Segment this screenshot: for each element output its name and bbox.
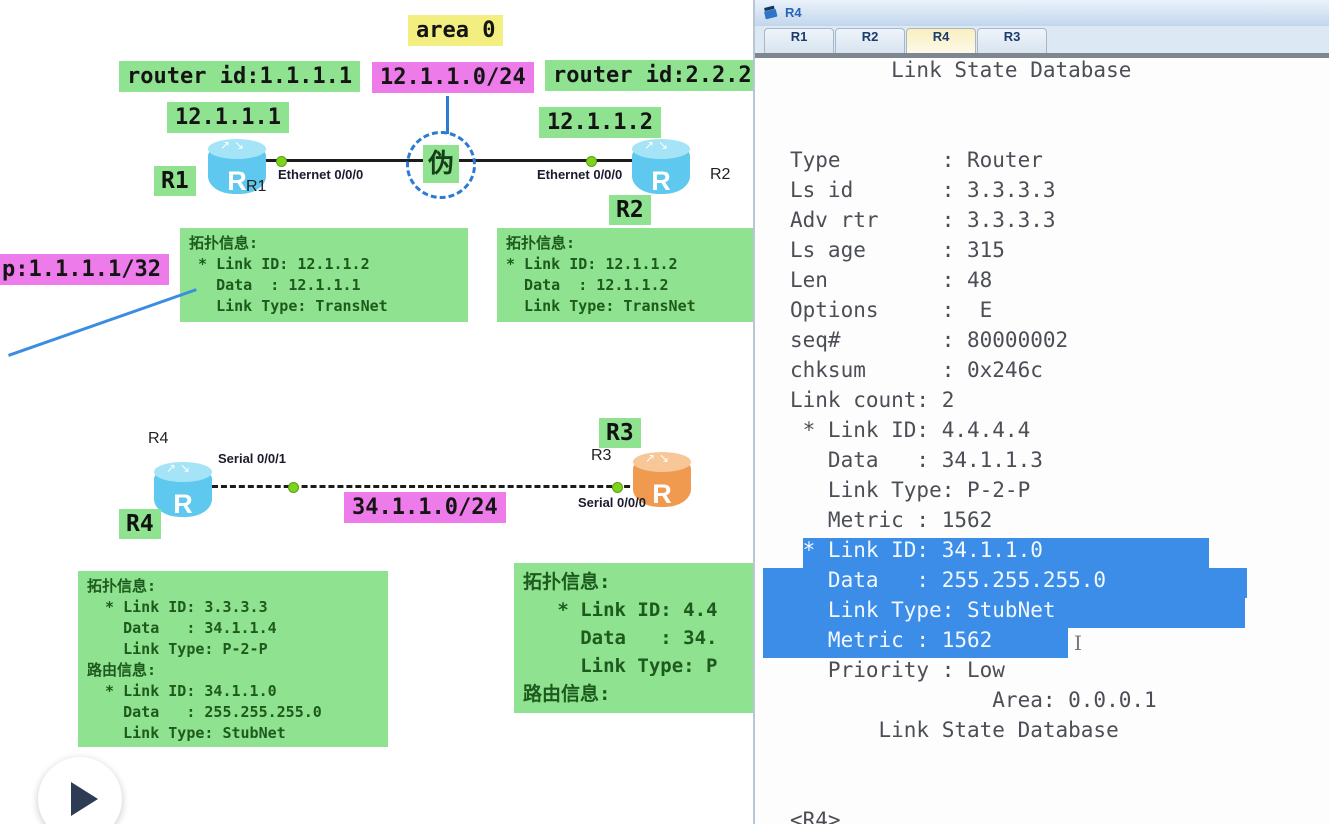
tab-r2[interactable]: R2 xyxy=(835,28,905,54)
loopback-pointer-line xyxy=(8,288,197,357)
r4-interface-label: Serial 0/0/1 xyxy=(218,451,286,466)
router2-id-label: router id:2.2.2.2 xyxy=(545,60,787,91)
router-r4-icon: ↗↘ R xyxy=(154,461,212,519)
terminal-line-selected: Data : 255.255.255.0 xyxy=(755,568,1329,598)
link-endpoint-dot xyxy=(288,482,299,493)
link-endpoint-dot xyxy=(586,156,597,167)
r3-topology-routing-box: 拓扑信息: * Link ID: 4.4 Data : 34. Link Typ… xyxy=(514,563,762,713)
terminal-line: seq# : 80000002 xyxy=(790,328,1069,352)
terminal-line: Metric : 1562 xyxy=(790,508,993,532)
terminal-line: Ls age : 315 xyxy=(790,238,1005,262)
pointer-line xyxy=(446,96,449,134)
text-cursor-icon: I xyxy=(1074,631,1082,655)
tab-r3[interactable]: R3 xyxy=(977,28,1047,54)
router-r1-icon: ↗↘ R xyxy=(208,138,266,196)
link-endpoint-dot xyxy=(276,156,287,167)
terminal-line: Type : Router xyxy=(790,148,1043,172)
terminal-line: Len : 48 xyxy=(790,268,993,292)
play-icon xyxy=(71,782,98,816)
link-endpoint-dot xyxy=(612,482,623,493)
tabstrip-separator xyxy=(755,53,1329,58)
router-r2-icon: ↗↘ R xyxy=(632,138,690,196)
selection-highlight xyxy=(803,538,1209,568)
r2-tag: R2 xyxy=(609,195,651,225)
terminal-line xyxy=(755,88,1329,118)
terminal-line: Link Type: P-2-P xyxy=(790,478,1031,502)
selection-highlight xyxy=(763,598,1245,628)
terminal-app-icon xyxy=(764,5,778,20)
terminal-line: Priority : Low xyxy=(790,658,1005,682)
terminal-line xyxy=(755,748,1329,778)
r2-interface-label: Ethernet 0/0/0 xyxy=(537,167,623,182)
r3-tag: R3 xyxy=(599,418,641,448)
tab-r4[interactable]: R4 xyxy=(906,28,976,54)
terminal-tabstrip: R1 R2 R4 R3 xyxy=(755,26,1329,54)
terminal-line: Link State Database xyxy=(790,718,1119,742)
terminal-line: Link State Database xyxy=(790,58,1132,82)
terminal-window: R4 R1 R2 R4 R3 Link State Database Type … xyxy=(753,0,1329,824)
router1-id-label: router id:1.1.1.1 xyxy=(119,61,361,92)
area-label: area 0 xyxy=(408,15,504,46)
fake-network-circle xyxy=(406,131,476,199)
terminal-title: R4 xyxy=(785,5,802,20)
terminal-line: Link count: 2 xyxy=(790,388,955,412)
terminal-line: * Link ID: 4.4.4.4 xyxy=(790,418,1031,442)
terminal-line: chksum : 0x246c xyxy=(790,358,1043,382)
r4-device-name: R4 xyxy=(148,430,169,447)
terminal-line xyxy=(755,778,1329,808)
terminal-prompt: <R4> xyxy=(790,808,841,824)
play-button[interactable] xyxy=(38,757,122,824)
r4-topology-routing-box: 拓扑信息: * Link ID: 3.3.3.3 Data : 34.1.1.4… xyxy=(78,571,388,747)
terminal-line-selected: * Link ID: 34.1.1.0 xyxy=(755,538,1329,568)
r1-interface-label: Ethernet 0/0/0 xyxy=(278,167,364,182)
selection-highlight xyxy=(763,568,1247,598)
r3-interface-label: Serial 0/0/0 xyxy=(578,495,646,510)
r2-device-name: R2 xyxy=(710,166,731,183)
fake-mark-label: 伪 xyxy=(423,145,459,183)
terminal-line xyxy=(755,118,1329,148)
network-bottom-label: 34.1.1.0/24 xyxy=(344,492,506,523)
terminal-line: Data : 34.1.1.3 xyxy=(790,448,1043,472)
r4-tag: R4 xyxy=(119,509,161,539)
r1-topology-info-box: 拓扑信息: * Link ID: 12.1.1.2 Data : 12.1.1.… xyxy=(180,228,468,322)
r1-device-name: R1 xyxy=(246,178,267,195)
r2-topology-info-box: 拓扑信息: * Link ID: 12.1.1.2 Data : 12.1.1.… xyxy=(497,228,761,322)
ip-right-label: 12.1.1.2 xyxy=(539,107,661,138)
r1-tag: R1 xyxy=(154,166,196,196)
router-r3-icon: ↗↘ R xyxy=(633,451,691,509)
r3-device-name: R3 xyxy=(591,447,612,464)
terminal-titlebar[interactable]: R4 xyxy=(755,0,1329,27)
network-top-label: 12.1.1.0/24 xyxy=(372,62,534,93)
terminal-line-selected: Link Type: StubNet xyxy=(755,598,1329,628)
terminal-output[interactable]: Link State Database Type : Router Ls id … xyxy=(755,58,1329,824)
terminal-line: Area: 0.0.0.1 xyxy=(790,688,1157,712)
loopback-label: p:1.1.1.1/32 xyxy=(0,254,169,285)
terminal-line: Options : E xyxy=(790,298,993,322)
selection-highlight xyxy=(763,628,1068,658)
ip-left-label: 12.1.1.1 xyxy=(167,102,289,133)
serial-link xyxy=(212,485,648,488)
tab-r1[interactable]: R1 xyxy=(764,28,834,54)
terminal-line: Ls id : 3.3.3.3 xyxy=(790,178,1056,202)
terminal-line: Adv rtr : 3.3.3.3 xyxy=(790,208,1056,232)
